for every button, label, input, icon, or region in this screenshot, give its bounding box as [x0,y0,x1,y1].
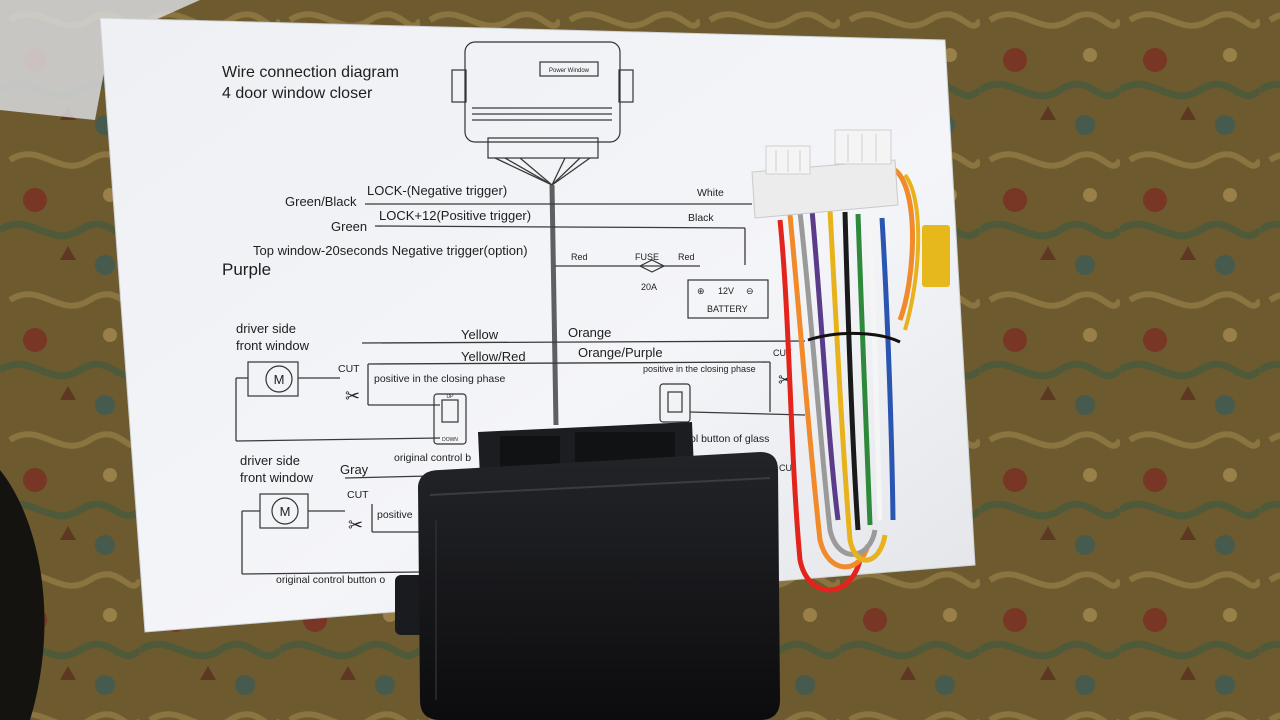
label-orange: Orange [568,325,611,340]
label-red-left: Red [571,252,588,262]
module-body [418,452,780,720]
harness-wire-green [855,213,873,526]
wiring-harness [777,168,950,593]
battery-minus-icon: ⊖ [746,286,754,296]
module-drawing: Power Window [451,41,634,187]
label-white: White [697,187,724,199]
harness-wire-orange [787,214,871,570]
fuse-icon [638,259,666,273]
harness-wire-red [777,219,863,593]
label-gray: Gray [340,462,369,477]
label-original-control-upper: original control b [394,452,471,464]
lower-motor-label: M [280,504,291,519]
label-orange-purple: Orange/Purple [578,345,663,360]
label-cut-right: CUT [773,348,792,358]
label-cut-left: CUT [338,363,360,375]
scissors-icon-lower: ✂ [348,515,363,535]
harness-connector [751,129,899,219]
diagram-title: Wire connection diagram [222,64,399,81]
module-label-plate [539,61,599,77]
label-green-black: Green/Black [285,194,357,209]
label-lock-negative: LOCK-(Negative trigger) [367,183,507,198]
battery-voltage: 12V [718,286,734,296]
wire-yellow [361,340,806,344]
label-fuse: FUSE [635,252,659,262]
module-outline [464,41,621,143]
module-mount-tab [395,575,425,635]
module-tab-left [451,69,467,103]
harness-fuse-holder [922,225,950,287]
harness-wire-yellow [827,209,888,563]
label-positive-right: positive in the closing phase [643,364,756,374]
battery-plus-icon: ⊕ [697,286,705,296]
module-connector [487,137,599,159]
switch-down-label: DOWN [442,437,458,443]
switch-right-icon [659,383,691,423]
harness-wire-white [867,215,883,521]
upper-motor-icon [265,365,293,393]
label-fuse-rating: 20A [641,282,657,292]
lower-motor-icon [271,497,299,525]
lower-driver-side-line2: front window [240,470,314,485]
label-yellow-red: Yellow/Red [461,349,526,364]
switch-up-label: UP [447,394,455,400]
wire-bundle-trunk [549,184,559,426]
lower-window-circuit: driver side front window M Gray CUT ✂ po… [240,453,792,586]
upper-window-circuit: driver side front window M Yellow Orange… [235,321,806,464]
battery-label: BATTERY [707,304,748,314]
upper-motor-label: M [274,372,285,387]
wire-yellow-red [367,361,771,365]
label-control-button-glass: ol button of glass [690,433,769,445]
upper-motor-frame [247,361,299,397]
harness-cable-tie [807,332,901,344]
module-label: Power Window [549,68,590,74]
label-red-right: Red [678,252,695,262]
label-cut-lower: CUT [347,489,369,501]
label-purple: Purple [222,260,271,279]
wire-black [374,225,746,229]
harness-wire-blue [879,217,896,521]
label-green: Green [331,219,367,234]
module-tab-right [618,69,634,103]
window-closer-module [395,422,780,720]
dark-shadow-corner [0,470,45,720]
diagram-subtitle: 4 door window closer [222,85,373,102]
scissors-icon-left: ✂ [345,386,360,406]
wire-gray [344,475,431,479]
upper-driver-side-line2: front window [236,338,310,353]
background-paper-corner [0,0,200,120]
label-lock-positive: LOCK+12(Positive trigger) [379,208,531,223]
label-yellow: Yellow [461,327,499,342]
harness-wire-black [842,211,861,531]
label-positive-left: positive in the closing phase [374,373,505,385]
lower-driver-side-line1: driver side [240,453,300,468]
switch-left-icon [433,393,467,445]
label-cut-right-lower: CU [779,463,792,473]
label-black: Black [688,212,714,224]
harness-wire-purple [809,209,841,521]
label-top-window: Top window-20seconds Negative trigger(op… [253,243,528,258]
label-positive-lower: positive [377,509,413,521]
label-original-control-lower: original control button o [276,574,385,586]
upper-driver-side-line1: driver side [236,321,296,336]
battery-box [687,279,769,319]
